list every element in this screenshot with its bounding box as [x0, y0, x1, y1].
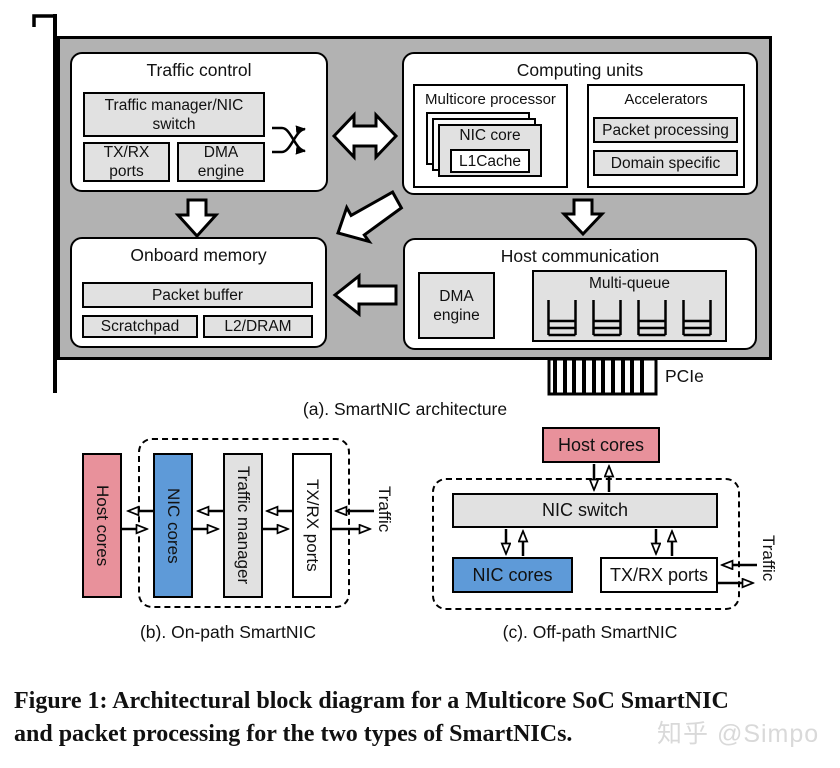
tm-switch-line2: switch — [152, 115, 196, 133]
computing-units-title: Computing units — [516, 60, 644, 80]
panel-c-caption: (c). Off-path SmartNIC — [502, 622, 678, 642]
traffic-control-title: Traffic control — [146, 60, 252, 80]
onboard-memory-title: Onboard memory — [130, 245, 267, 265]
txrx-ports-box-a: TX/RX ports — [83, 142, 170, 182]
queue-icon — [592, 300, 622, 337]
txrx-ports-box-c: TX/RX ports — [600, 557, 718, 593]
queue-icon — [547, 300, 578, 337]
traffic-label-c: Traffic — [759, 535, 778, 582]
packet-processing-box: Packet processing — [593, 117, 738, 143]
figure-caption-line2: and packet processing for the two types … — [14, 721, 573, 747]
panel-b-caption: (b). On-path SmartNIC — [139, 622, 317, 642]
host-cores-box-b: Host cores — [82, 453, 122, 598]
onpath-smartnic-boundary — [138, 438, 350, 608]
nic-cores-box-c: NIC cores — [452, 557, 573, 593]
multi-queue-box: Multi-queue — [532, 270, 727, 342]
card-bracket-icon — [32, 14, 57, 393]
dma-engine-box-hostcomm: DMA engine — [418, 272, 495, 339]
domain-specific-box: Domain specific — [593, 150, 738, 176]
dma-engine-box-a: DMA engine — [177, 142, 265, 182]
figure-caption-line1: Figure 1: Architectural block diagram fo… — [14, 688, 729, 714]
pcie-label: PCIe — [665, 366, 704, 386]
pcie-connector-icon — [547, 357, 658, 396]
tm-switch-line1: Traffic manager/NIC — [104, 96, 244, 114]
traffic-label-b: Traffic — [375, 486, 394, 533]
offpath-smartnic-boundary — [432, 478, 740, 610]
queue-icon — [681, 300, 712, 337]
traffic-manager-nic-switch-box: Traffic manager/NIC switch — [83, 92, 265, 137]
watermark: 知乎 @Simpo — [657, 720, 820, 748]
txrx-ports-box-b: TX/RX ports — [292, 453, 332, 598]
nic-cores-box-b: NIC cores — [153, 453, 193, 598]
panel-a-caption: (a). SmartNIC architecture — [302, 399, 508, 419]
multi-queue-title: Multi-queue — [589, 275, 670, 292]
multicore-processor-title: Multicore processor — [425, 91, 556, 108]
packet-buffer-box: Packet buffer — [82, 282, 313, 308]
traffic-manager-box-b: Traffic manager — [223, 453, 263, 598]
queue-icon — [637, 300, 667, 337]
host-communication-title: Host communication — [500, 246, 660, 266]
l2-dram-box: L2/DRAM — [203, 315, 313, 338]
l1cache-box: L1Cache — [450, 149, 530, 173]
scratchpad-box: Scratchpad — [82, 315, 198, 338]
nic-core-label: NIC core — [459, 127, 521, 144]
accelerators-title: Accelerators — [624, 91, 708, 108]
host-cores-box-c: Host cores — [542, 427, 660, 463]
figure-caption: Figure 1: Architectural block diagram fo… — [14, 685, 830, 751]
nic-switch-box-c: NIC switch — [452, 493, 718, 528]
